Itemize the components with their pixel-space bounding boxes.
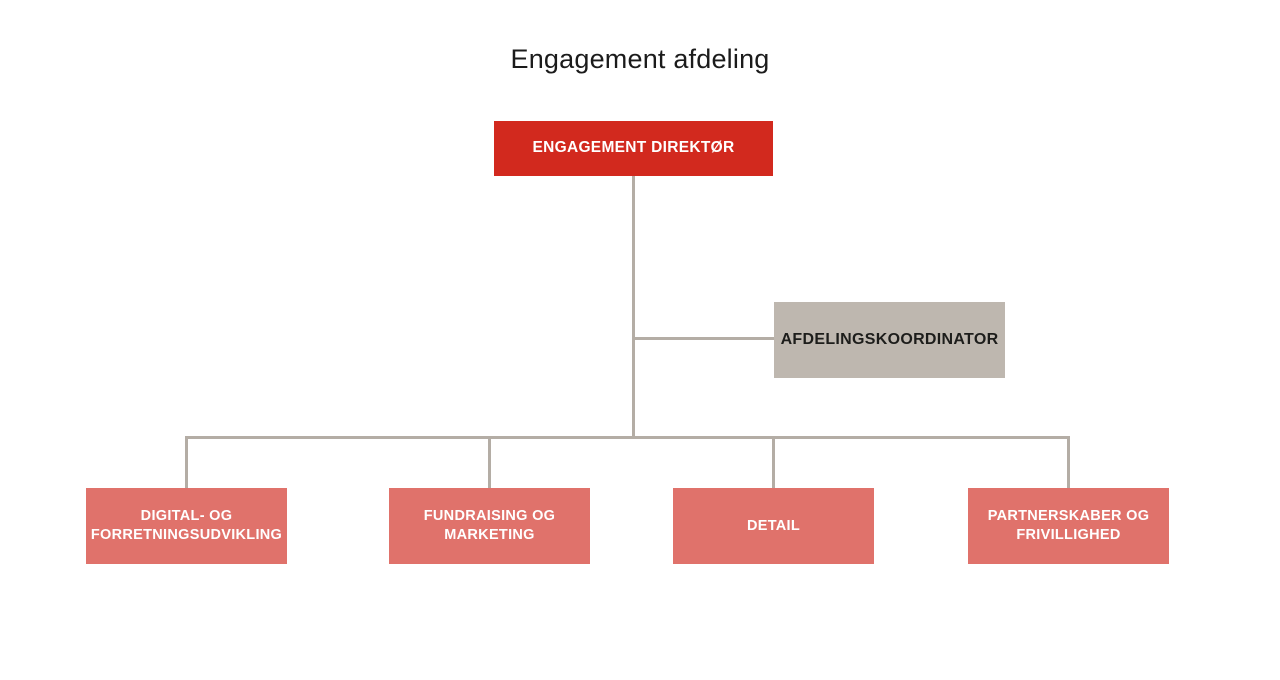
node-engagement-direktor-label: ENGAGEMENT DIREKTØR [532,139,735,157]
node-detail: DETAIL [673,488,874,564]
node-fundraising-og-marketing: FUNDRAISING OG MARKETING [389,488,590,564]
node-afdelingskoordinator-label: AFDELINGSKOORDINATOR [780,330,999,348]
node-detail-label: DETAIL [746,517,801,534]
chart-title: Engagement afdeling [510,44,770,74]
connector-drop-fundraising [488,439,491,488]
node-partnerskaber-og-frivillighed-label: PARTNERSKABER OG FRIVILLIGHED [987,508,1150,543]
node-fundraising-og-marketing-label: FUNDRAISING OG MARKETING [423,508,556,543]
node-partnerskaber-og-frivillighed: PARTNERSKABER OG FRIVILLIGHED [968,488,1169,564]
connector-assistant-branch [633,337,774,340]
connector-drop-detail [772,439,775,488]
node-digital-og-forretningsudvikling: DIGITAL- OG FORRETNINGSUDVIKLING [86,488,287,564]
connector-children-bar [185,436,1070,439]
connector-drop-partnerskaber [1067,439,1070,488]
connector-drop-digital [185,439,188,488]
connector-root-vertical [632,176,635,437]
node-engagement-direktor: ENGAGEMENT DIREKTØR [494,121,773,176]
node-afdelingskoordinator: AFDELINGSKOORDINATOR [774,302,1005,378]
node-digital-og-forretningsudvikling-label: DIGITAL- OG FORRETNINGSUDVIKLING [90,508,283,543]
